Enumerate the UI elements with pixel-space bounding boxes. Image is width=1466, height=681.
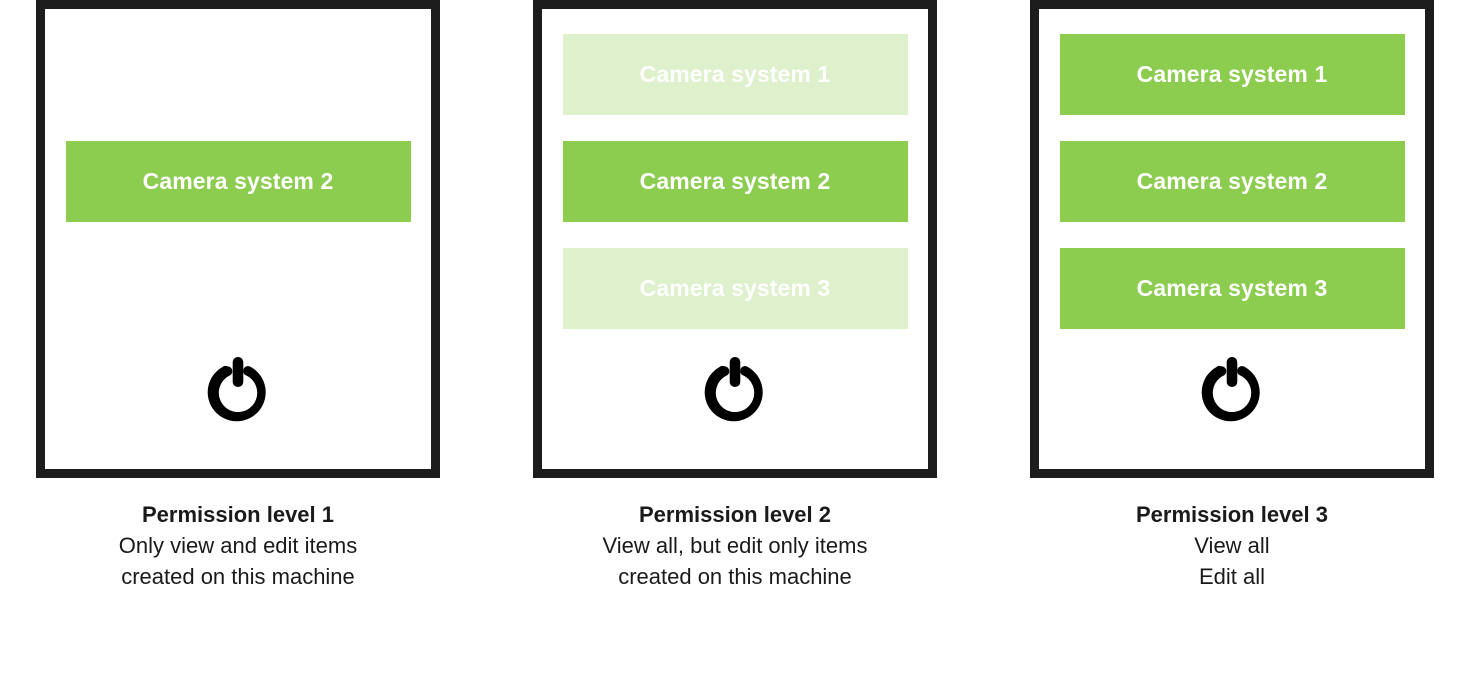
caption-line-2: created on this machine <box>618 563 852 589</box>
caption-line-2: Edit all <box>1198 563 1266 589</box>
power-icon <box>542 357 928 422</box>
panel-caption: Permission level 2 View all, but edit on… <box>533 501 937 592</box>
camera-system-label: Camera system 2 <box>639 168 831 194</box>
caption-title: Permission level 1 <box>142 502 334 527</box>
camera-system-slot[interactable]: Camera system 1 <box>1059 34 1405 115</box>
permission-level-column: Camera system 2 Permission level 1 Only … <box>36 0 440 592</box>
caption-title: Permission level 3 <box>1136 502 1328 527</box>
caption-line-2: created on this machine <box>121 563 355 589</box>
panel-caption: Permission level 1 Only view and edit it… <box>36 501 440 592</box>
camera-system-slot[interactable] <box>66 34 411 115</box>
device-panel: Camera system 1 Camera system 2 Camera s… <box>533 0 937 478</box>
camera-system-list: Camera system 1 Camera system 2 Camera s… <box>562 34 908 329</box>
panel-caption: Permission level 3 View all Edit all <box>1030 501 1434 592</box>
camera-system-label: Camera system 2 <box>142 168 334 194</box>
camera-system-slot[interactable]: Camera system 3 <box>1059 248 1405 329</box>
caption-line-1: Only view and edit items <box>118 532 358 558</box>
caption-line-1: View all <box>1194 532 1270 558</box>
camera-system-label: Camera system 1 <box>639 61 831 87</box>
camera-system-slot[interactable]: Camera system 3 <box>562 248 908 329</box>
camera-system-slot[interactable] <box>66 248 411 329</box>
camera-system-label: Camera system 1 <box>1136 61 1328 87</box>
camera-system-label: Camera system 2 <box>1136 168 1328 194</box>
device-panel: Camera system 2 <box>36 0 440 478</box>
device-panel: Camera system 1 Camera system 2 Camera s… <box>1030 0 1434 478</box>
power-icon <box>1039 357 1425 422</box>
camera-system-slot[interactable]: Camera system 2 <box>562 141 908 222</box>
permission-level-column: Camera system 1 Camera system 2 Camera s… <box>1030 0 1434 592</box>
camera-system-label: Camera system 3 <box>639 275 831 301</box>
camera-system-slot[interactable]: Camera system 2 <box>1059 141 1405 222</box>
camera-system-slot[interactable]: Camera system 2 <box>65 141 411 222</box>
camera-system-list: Camera system 1 Camera system 2 Camera s… <box>1059 34 1405 329</box>
camera-system-label: Camera system 3 <box>1136 275 1328 301</box>
caption-title: Permission level 2 <box>639 502 831 527</box>
caption-line-1: View all, but edit only items <box>602 532 868 558</box>
permission-level-column: Camera system 1 Camera system 2 Camera s… <box>533 0 937 592</box>
camera-system-slot[interactable]: Camera system 1 <box>562 34 908 115</box>
camera-system-list: Camera system 2 <box>65 34 411 329</box>
power-icon <box>45 357 431 422</box>
